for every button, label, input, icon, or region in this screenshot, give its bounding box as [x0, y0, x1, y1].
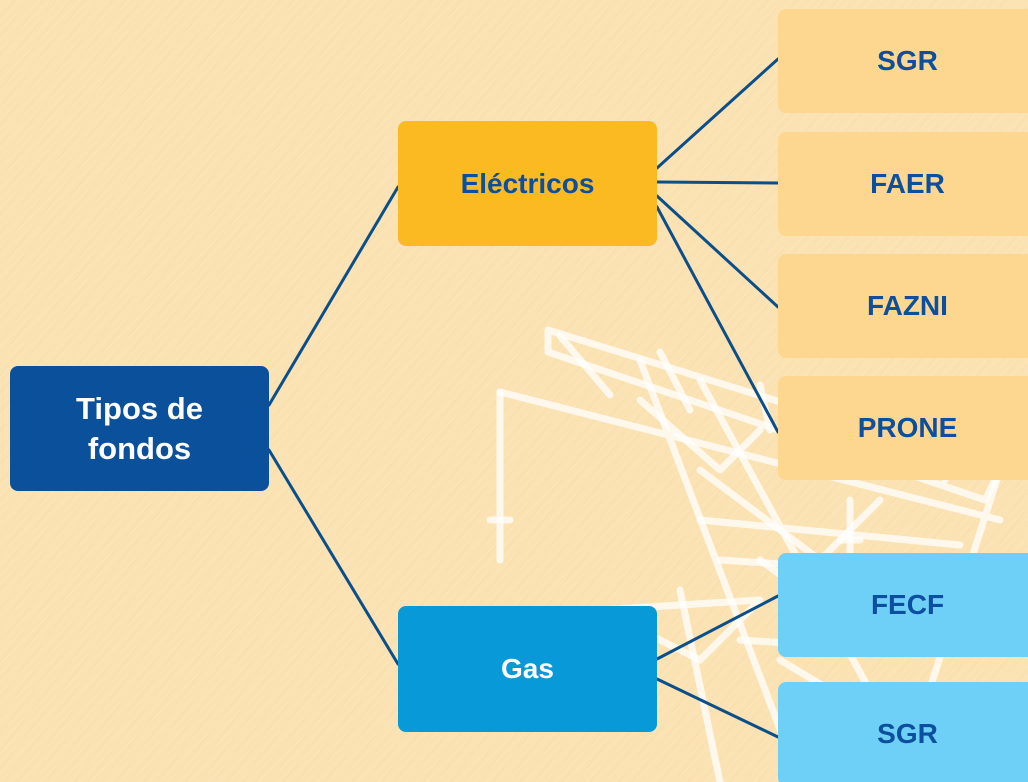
connector-electricos-fazni — [655, 194, 780, 309]
connector-root-gas — [267, 448, 400, 666]
connector-gas-sgr — [655, 677, 780, 739]
leaf-node-label: FAZNI — [867, 290, 948, 321]
connector-gas-fecf — [655, 594, 780, 661]
root-node-label: Tipos de fondos — [76, 390, 203, 466]
root-node: Tipos de fondos — [10, 366, 269, 491]
connector-root-electricos — [267, 185, 400, 407]
branch-node-gas: Gas — [398, 606, 657, 732]
leaf-node-sgr-gas: SGR — [778, 682, 1028, 782]
leaf-node-label: PRONE — [857, 412, 958, 443]
leaf-node-label: FAER — [870, 168, 945, 199]
leaf-node-prone: PRONE — [778, 376, 1028, 480]
leaf-node-fazni: FAZNI — [778, 254, 1028, 358]
leaf-node-label: SGR — [877, 718, 938, 749]
connector-electricos-sgr — [655, 57, 780, 170]
leaf-node-fecf: FECF — [778, 553, 1028, 657]
connector-electricos-faer — [655, 180, 780, 185]
leaf-node-sgr-electricos: SGR — [778, 9, 1028, 113]
branch-node-gas-label: Gas — [501, 653, 554, 684]
leaf-node-faer: FAER — [778, 132, 1028, 236]
leaf-node-label: SGR — [877, 45, 938, 76]
branch-node-electricos: Eléctricos — [398, 121, 657, 246]
leaf-node-label: FECF — [870, 589, 945, 620]
branch-node-electricos-label: Eléctricos — [460, 167, 595, 199]
connector-electricos-prone — [655, 205, 780, 434]
